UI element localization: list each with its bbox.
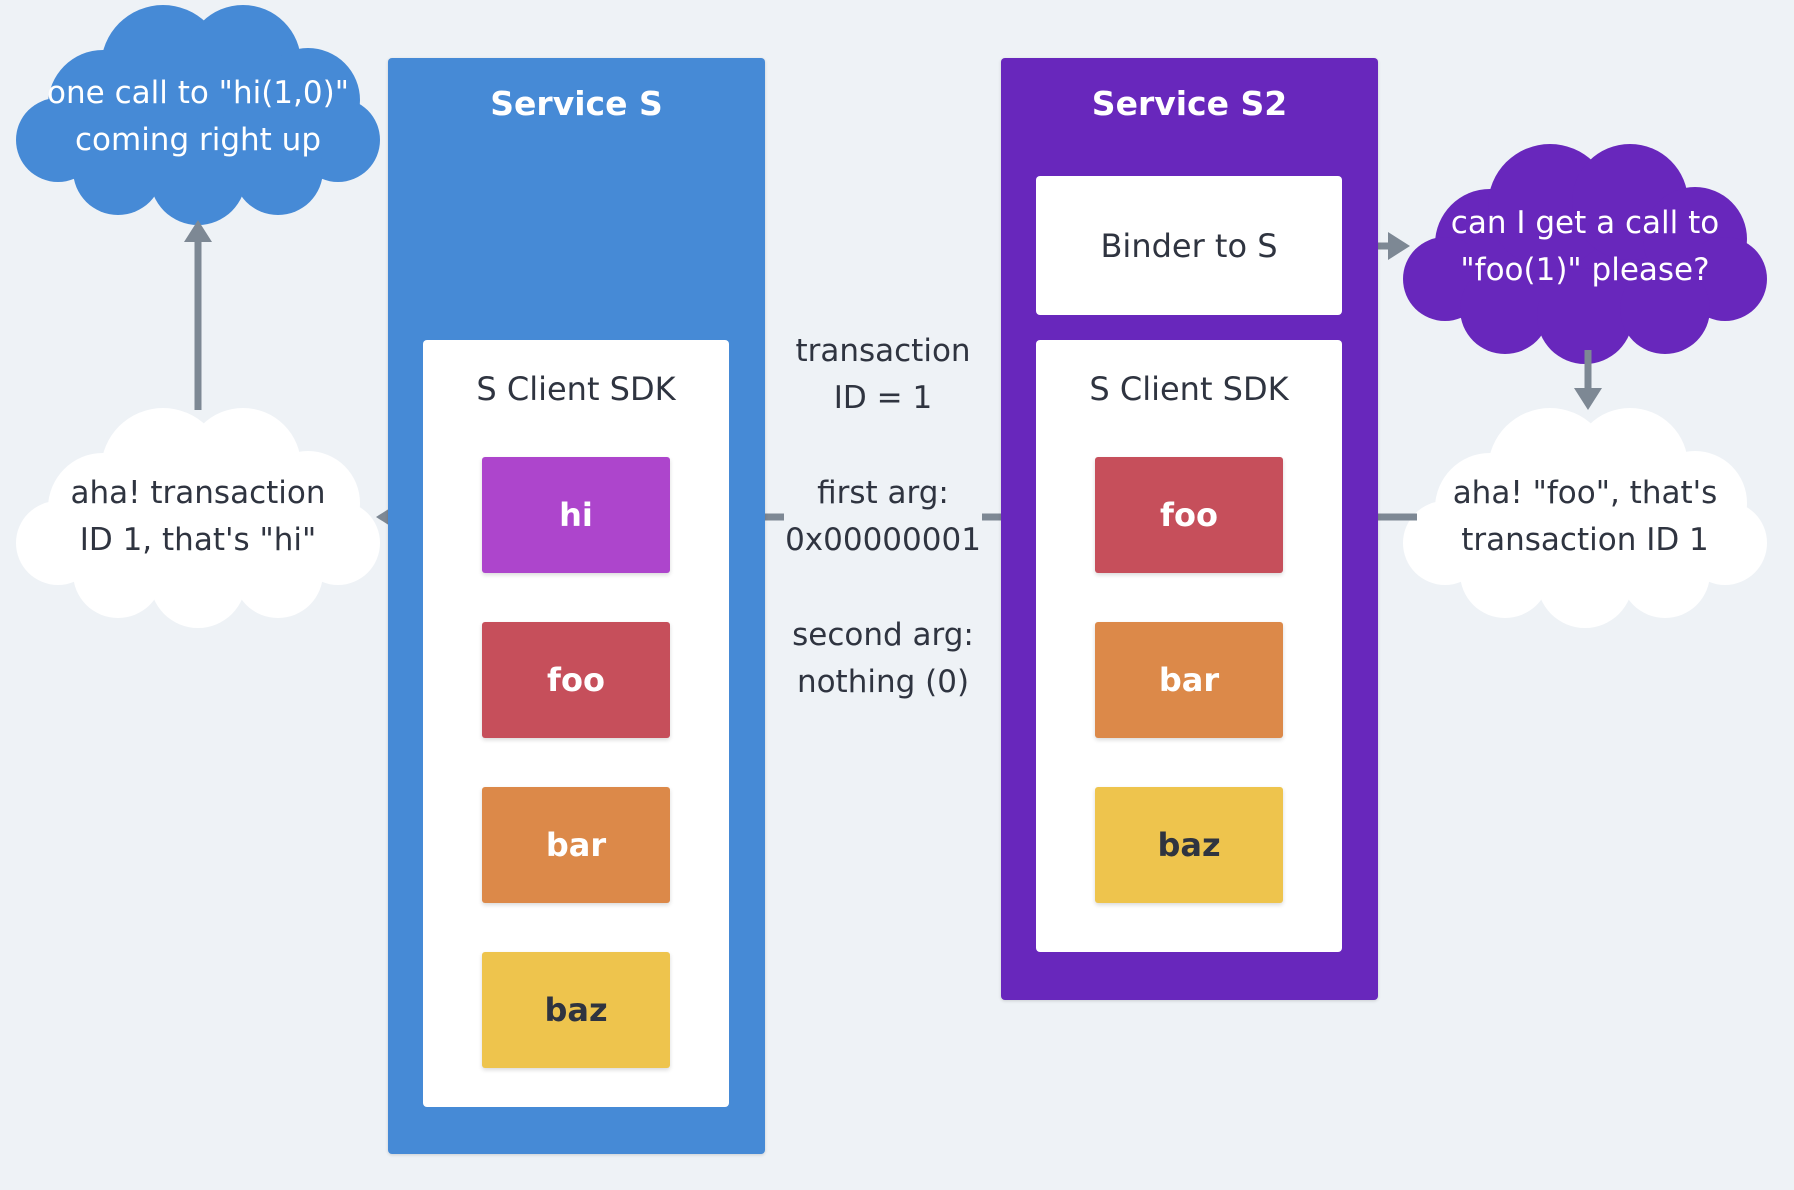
transaction-id-label: transaction ID = 1 — [765, 328, 1001, 422]
service-s-method-foo: foo — [482, 622, 670, 738]
bubble-mid-right-line2: transaction ID 1 — [1461, 522, 1709, 558]
first-arg-label: first arg: 0x00000001 — [765, 470, 1001, 564]
service-s-container: Service S S Client SDK hi foo bar baz — [388, 58, 765, 1154]
service-s2-method-bar: bar — [1095, 622, 1283, 738]
service-s-method-bar-label: bar — [545, 826, 607, 864]
service-s2-title: Service S2 — [1091, 84, 1288, 123]
bubble-top-right-line2: "foo(1)" please? — [1460, 252, 1710, 288]
bubble-top-left-line2: coming right up — [74, 122, 322, 158]
bubble-mid-left-text: aha! transaction ID 1, that's "hi" — [38, 470, 358, 564]
bubble-mid-right-line1: aha! "foo", that's — [1452, 475, 1718, 511]
second-arg-line1: second arg: — [792, 617, 974, 653]
second-arg-line2: nothing (0) — [796, 664, 970, 700]
service-s-method-hi-label: hi — [559, 496, 593, 534]
service-s2-container: Service S2 Binder to S S Client SDK foo … — [1001, 58, 1378, 1000]
arrow-up-left — [184, 220, 212, 410]
service-s-title: Service S — [490, 84, 663, 123]
bubble-top-left-text: one call to "hi(1,0)" coming right up — [38, 70, 358, 164]
first-arg-line1: first arg: — [817, 475, 949, 511]
transaction-id-line2: ID = 1 — [833, 380, 933, 416]
binder-to-s-box: Binder to S — [1036, 176, 1342, 315]
service-s2-sdk-panel: S Client SDK foo bar baz — [1036, 340, 1342, 952]
service-s2-method-bar-label: bar — [1158, 661, 1220, 699]
service-s-method-baz-label: baz — [544, 991, 608, 1029]
service-s-sdk-title: S Client SDK — [476, 370, 676, 408]
second-arg-label: second arg: nothing (0) — [765, 612, 1001, 706]
service-s-method-bar: bar — [482, 787, 670, 903]
transaction-id-line1: transaction — [795, 333, 971, 369]
bubble-top-right-line1: can I get a call to — [1450, 205, 1720, 241]
first-arg-line2: 0x00000001 — [785, 522, 981, 558]
service-s2-method-baz: baz — [1095, 787, 1283, 903]
bubble-mid-left-line1: aha! transaction — [70, 475, 326, 511]
arrow-down-right — [1574, 350, 1602, 410]
service-s2-sdk-title: S Client SDK — [1089, 370, 1289, 408]
service-s2-method-foo-label: foo — [1160, 496, 1218, 534]
service-s-method-hi: hi — [482, 457, 670, 573]
bubble-mid-left-line2: ID 1, that's "hi" — [79, 522, 317, 558]
binder-to-s-label: Binder to S — [1100, 226, 1278, 265]
bubble-top-right-text: can I get a call to "foo(1)" please? — [1420, 200, 1750, 294]
service-s2-method-foo: foo — [1095, 457, 1283, 573]
service-s-method-foo-label: foo — [547, 661, 605, 699]
service-s2-method-baz-label: baz — [1157, 826, 1221, 864]
bubble-mid-right-text: aha! "foo", that's transaction ID 1 — [1420, 470, 1750, 564]
service-s-method-baz: baz — [482, 952, 670, 1068]
service-s-sdk-panel: S Client SDK hi foo bar baz — [423, 340, 729, 1107]
bubble-top-left-line1: one call to "hi(1,0)" — [47, 75, 349, 111]
